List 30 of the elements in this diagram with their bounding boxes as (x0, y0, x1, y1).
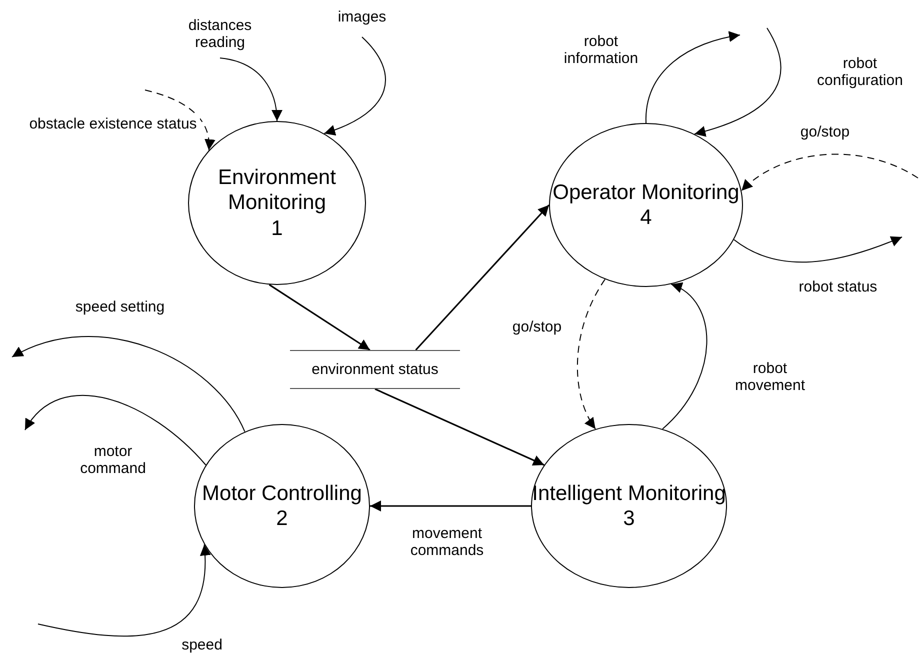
edge-label: go/stop (798, 123, 852, 141)
flow-arrow (220, 58, 282, 122)
flow-arrow (324, 36, 386, 135)
process-number: 4 (640, 205, 652, 230)
flow-arrow (38, 544, 210, 637)
process-number: 3 (623, 506, 635, 532)
process-name: Intelligent Monitoring (532, 480, 726, 506)
flow-arrow (694, 28, 782, 136)
flow-arrow (662, 284, 708, 430)
flow-arrow (12, 336, 246, 432)
flow-arrow (268, 284, 370, 351)
flow-arrow (646, 32, 740, 124)
flow-arrow (733, 236, 902, 263)
process-name: Environment Monitoring (217, 165, 337, 216)
edge-label: speed setting (73, 298, 167, 316)
flow-arrow (374, 388, 544, 466)
dashed-flow-arrow (577, 278, 606, 430)
process-name: Operator Monitoring (552, 180, 740, 205)
edge-label: speed (180, 636, 224, 654)
data-store (290, 350, 460, 389)
process-name: Motor Controlling (202, 480, 362, 506)
dashed-flow-arrow (741, 154, 918, 192)
flow-arrow (370, 500, 531, 512)
dashed-flow-arrow (144, 90, 215, 151)
edge-label: go/stop (510, 318, 564, 336)
flow-arrow (415, 204, 550, 351)
store-name: environment status (312, 360, 438, 378)
process-number: 2 (276, 506, 288, 532)
process-number: 1 (271, 216, 283, 241)
flow-arrow (24, 395, 206, 466)
